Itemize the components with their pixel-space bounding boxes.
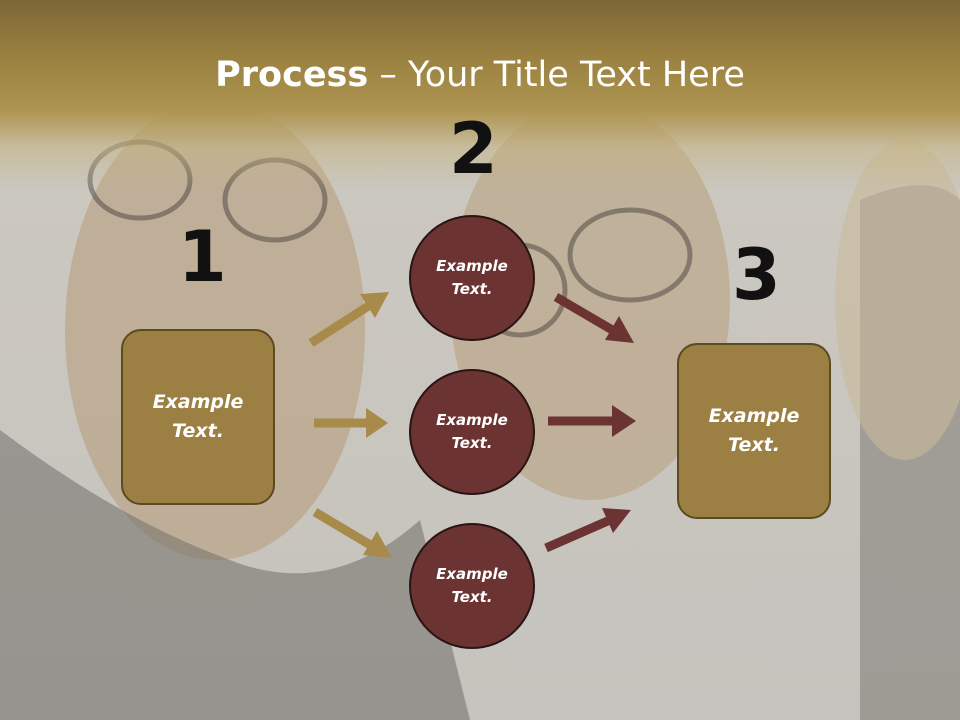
slide-title: Process – Your Title Text Here (0, 52, 960, 98)
arrow-right-middle (548, 405, 636, 437)
title-bold: Process (215, 55, 369, 95)
step-2-circle-bottom: Example Text. (409, 523, 535, 649)
title-band (0, 0, 960, 190)
arrow-left-down (312, 508, 392, 558)
arrow-right-up (544, 508, 631, 553)
circle-middle-text: Example Text. (436, 411, 508, 452)
title-rest: – Your Title Text Here (368, 55, 745, 95)
step-1-box: Example Text. (121, 329, 275, 505)
step-1-text: Example Text. (152, 391, 244, 442)
step-number-1: 1 (178, 216, 227, 298)
arrow-left-up (308, 292, 389, 347)
step-number-3: 3 (732, 234, 781, 316)
step-2-circle-middle: Example Text. (409, 369, 535, 495)
arrow-right-down (553, 293, 634, 343)
step-number-2: 2 (449, 108, 498, 190)
circle-top-text: Example Text. (436, 257, 508, 298)
step-3-box: Example Text. (677, 343, 831, 519)
arrow-left-middle (314, 408, 388, 438)
step-3-text: Example Text. (708, 405, 800, 456)
step-2-circle-top: Example Text. (409, 215, 535, 341)
circle-bottom-text: Example Text. (436, 565, 508, 606)
